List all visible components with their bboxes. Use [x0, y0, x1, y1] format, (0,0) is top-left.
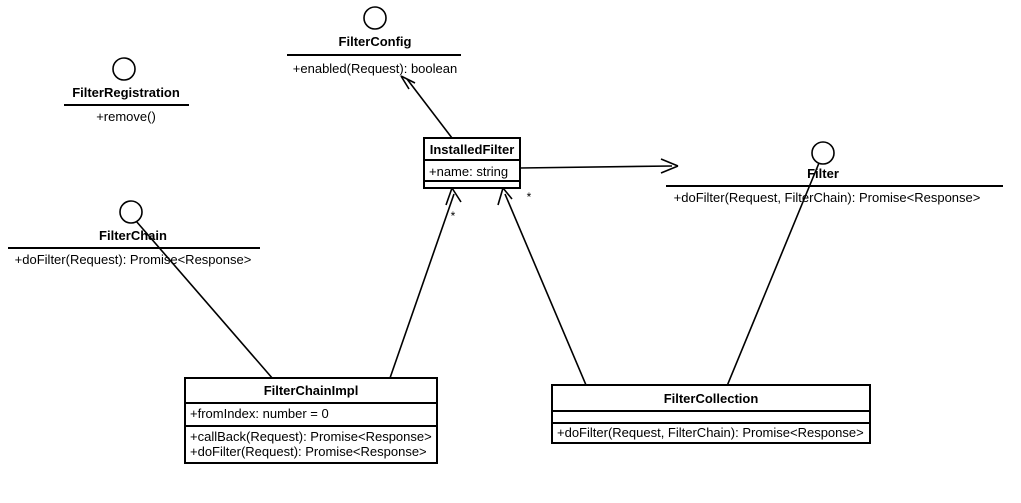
arrowhead-filterchainimpl-to-installedfilter	[445, 187, 462, 206]
interfaces-layer: FilterRegistration +remove() FilterConfig +…	[8, 6, 1003, 267]
connection-line-filtercollection-to-installedfilter	[504, 193, 587, 386]
class-member-filter-chain-impl-1-1: +doFilter(Request): Promise<Response>	[190, 444, 427, 459]
interface-filter-config: FilterConfig +enabled(Request): boolean	[287, 6, 461, 76]
arrowhead-installedfilter-to-filterconfig	[400, 75, 416, 90]
connection-installedfilter-to-filterconfig	[400, 75, 453, 139]
connection-filter-lollipop-to-filtercollection	[726, 162, 820, 387]
connection-line-filterchainimpl-to-installedfilter	[389, 193, 455, 379]
interface-filter-chain: FilterChain +doFilter(Request): Promise<R…	[8, 200, 260, 267]
connection-line-installedfilter-to-filter	[519, 165, 673, 169]
interface-member-filter-config-0: +enabled(Request): boolean	[293, 61, 457, 76]
class-box-filter-chain-impl	[184, 377, 438, 464]
class-member-filter-chain-impl-1-0: +callBack(Request): Promise<Response>	[190, 429, 432, 444]
class-member-installed-filter-0-0: +name: string	[429, 164, 508, 179]
interface-member-filter-0: +doFilter(Request, FilterChain): Promise…	[674, 190, 981, 205]
arrowhead-filtercollection-to-installedfilter	[497, 187, 513, 206]
class-title-installed-filter: InstalledFilter	[430, 142, 515, 157]
multiplicity-label-filtercollection-to-installedfilter: *	[527, 190, 532, 204]
classes-layer: InstalledFilter +name: stringFilterChainI…	[184, 137, 871, 464]
multiplicity-label-filterchainimpl-to-installedfilter: *	[451, 209, 456, 223]
connection-installedfilter-to-filter	[519, 158, 679, 174]
interface-title-filter: Filter	[807, 166, 839, 181]
interface-member-filter-registration-0: +remove()	[96, 109, 156, 124]
class-title-filter-collection: FilterCollection	[664, 391, 759, 406]
lollipop-icon-filter-chain	[119, 200, 143, 224]
connection-filterchainimpl-to-installedfilter: *	[389, 187, 462, 379]
interface-filter: Filter +doFilter(Request, FilterChain): P…	[666, 141, 1003, 205]
connection-line-filterchain-lollipop-to-filterchainimpl	[135, 220, 274, 380]
class-filter-chain-impl: FilterChainImpl +fromIndex: number = 0 +ca…	[184, 377, 438, 464]
class-member-filter-collection-1-0: +doFilter(Request, FilterChain): Promise…	[557, 425, 864, 440]
connection-line-filter-lollipop-to-filtercollection	[726, 162, 820, 387]
interface-title-filter-registration: FilterRegistration	[72, 85, 180, 100]
arrowhead-installedfilter-to-filter	[660, 158, 679, 174]
class-box-filter-collection	[551, 384, 871, 444]
interface-title-filter-chain: FilterChain	[99, 228, 167, 243]
interface-filter-registration: FilterRegistration +remove()	[64, 57, 189, 124]
lollipop-icon-filter-registration	[112, 57, 136, 81]
connection-filtercollection-to-installedfilter: *	[497, 187, 587, 386]
class-filter-collection: FilterCollection +doFilter(Request, Filte…	[551, 384, 871, 444]
connection-line-installedfilter-to-filterconfig	[406, 78, 453, 139]
class-member-filter-chain-impl-0-0: +fromIndex: number = 0	[190, 406, 329, 421]
connection-filterchain-lollipop-to-filterchainimpl	[135, 220, 274, 380]
connections-layer: **	[135, 75, 820, 387]
class-installed-filter: InstalledFilter +name: string	[423, 137, 521, 189]
interface-title-filter-config: FilterConfig	[339, 34, 412, 49]
interface-member-filter-chain-0: +doFilter(Request): Promise<Response>	[15, 252, 252, 267]
lollipop-icon-filter-config	[363, 6, 387, 30]
class-title-filter-chain-impl: FilterChainImpl	[264, 383, 359, 398]
lollipop-icon-filter	[811, 141, 835, 165]
class-box-installed-filter	[423, 137, 521, 189]
